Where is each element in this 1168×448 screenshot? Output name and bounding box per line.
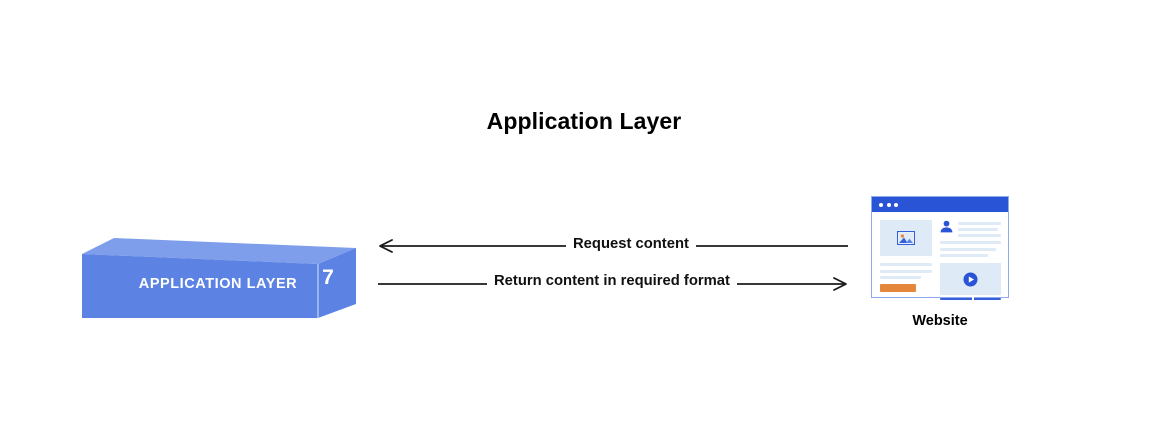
text-line xyxy=(940,241,1001,244)
website-label: Website xyxy=(912,313,968,329)
website-node: Website xyxy=(871,196,1013,336)
layer-block-shape xyxy=(82,238,356,318)
text-line xyxy=(958,234,1001,237)
paragraph-lines xyxy=(940,241,1001,257)
profile-column xyxy=(940,220,1001,257)
request-content-label: Request content xyxy=(566,236,696,252)
person-icon xyxy=(940,220,953,233)
titlebar-dot-icon xyxy=(886,202,891,207)
image-column xyxy=(880,220,932,257)
layer-block-side-face xyxy=(318,248,356,318)
text-line xyxy=(940,254,988,257)
cta-button[interactable] xyxy=(880,284,916,292)
image-icon xyxy=(897,231,915,245)
video-progress-bar[interactable] xyxy=(940,297,1001,302)
text-line xyxy=(958,228,998,231)
play-icon xyxy=(963,272,978,286)
layer-block-top-face xyxy=(82,238,356,264)
return-content-arrowhead xyxy=(833,277,847,291)
website-browser-frame xyxy=(871,196,1009,302)
video-progress-knob[interactable] xyxy=(971,297,974,302)
application-layer-block: APPLICATION LAYER 7 xyxy=(78,238,356,318)
layer-block-front-face xyxy=(82,254,318,318)
request-content-arrowhead xyxy=(379,239,393,253)
video-column xyxy=(940,263,1001,302)
browser-titlebar xyxy=(872,197,1008,212)
content-row-top xyxy=(880,220,1001,257)
page-title: Application Layer xyxy=(486,108,682,134)
browser-content xyxy=(872,212,1008,302)
image-placeholder xyxy=(880,220,932,256)
text-line xyxy=(940,247,997,251)
flow-arrow-group: Request content Return content in requir… xyxy=(370,228,860,300)
text-line xyxy=(958,222,1001,225)
body-text-lines xyxy=(880,263,932,279)
text-cta-column xyxy=(880,263,932,300)
text-line xyxy=(880,276,921,279)
text-line xyxy=(880,269,932,273)
video-placeholder[interactable] xyxy=(940,263,1001,295)
titlebar-dot-icon xyxy=(894,202,898,207)
content-row-bottom xyxy=(880,263,1001,302)
titlebar-dot-icon xyxy=(879,202,883,207)
profile-row xyxy=(940,220,1001,237)
return-content-label: Return content in required format xyxy=(487,273,737,289)
text-line xyxy=(880,263,932,266)
profile-text-lines xyxy=(958,220,1001,237)
